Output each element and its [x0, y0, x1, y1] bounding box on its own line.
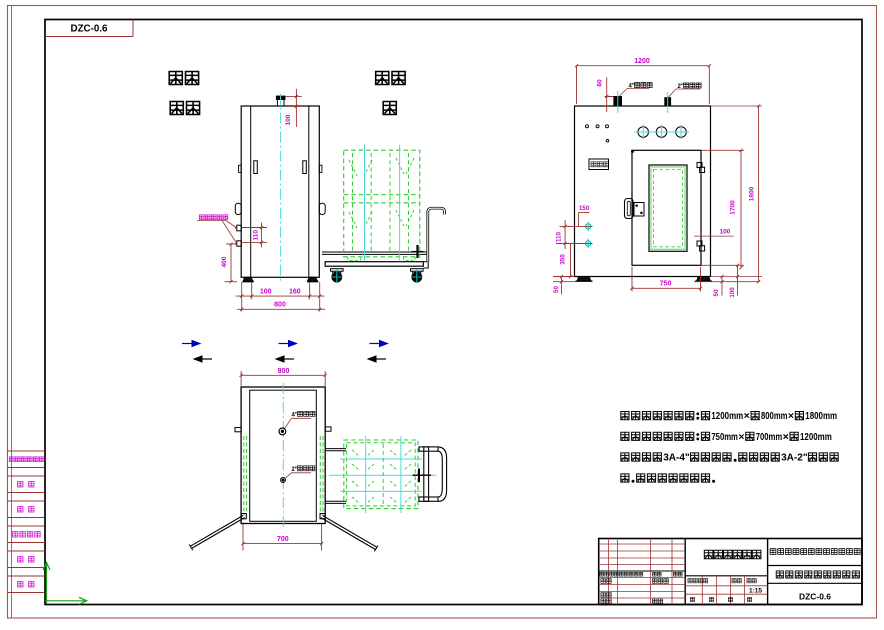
- svg-text:100: 100: [260, 288, 272, 295]
- svg-text:×: ×: [788, 410, 794, 422]
- svg-text:750mm: 750mm: [711, 431, 738, 443]
- svg-text:1200: 1200: [634, 58, 650, 65]
- svg-text:700mm: 700mm: [756, 431, 783, 443]
- svg-text:750: 750: [660, 281, 672, 288]
- svg-text:160: 160: [289, 288, 301, 295]
- svg-text:×: ×: [738, 431, 744, 443]
- svg-text:800mm: 800mm: [761, 410, 788, 422]
- svg-text:100: 100: [720, 229, 731, 236]
- svg-text:3A-2": 3A-2": [781, 452, 808, 464]
- svg-text:700: 700: [277, 536, 289, 543]
- svg-text:350: 350: [560, 254, 567, 265]
- svg-text:50: 50: [713, 289, 720, 296]
- svg-text:3A-4": 3A-4": [663, 452, 690, 464]
- svg-text:×: ×: [783, 431, 789, 443]
- svg-text:2": 2": [678, 84, 684, 90]
- svg-text:800: 800: [278, 368, 290, 375]
- svg-text:150: 150: [579, 205, 590, 212]
- svg-text:1:15: 1:15: [749, 589, 763, 595]
- svg-text:800: 800: [274, 302, 286, 309]
- svg-text:60: 60: [597, 79, 604, 87]
- svg-text:1700: 1700: [730, 200, 737, 215]
- svg-text:DZC-0.6: DZC-0.6: [799, 592, 832, 601]
- svg-text:2": 2": [292, 467, 298, 473]
- svg-text:1800: 1800: [749, 186, 756, 201]
- svg-text:100: 100: [285, 114, 292, 125]
- svg-text:110: 110: [252, 230, 259, 241]
- svg-text:110: 110: [555, 231, 562, 242]
- svg-text:DZC-0.6: DZC-0.6: [71, 24, 108, 35]
- svg-text:4": 4": [629, 83, 635, 89]
- svg-text:100: 100: [729, 287, 736, 298]
- svg-text:4": 4": [292, 413, 298, 419]
- svg-text:1200mm: 1200mm: [800, 431, 832, 443]
- svg-text:50: 50: [553, 286, 560, 293]
- svg-text:×: ×: [744, 410, 750, 422]
- svg-text:400: 400: [221, 256, 228, 267]
- svg-text:1200mm: 1200mm: [711, 410, 743, 422]
- svg-text:1800mm: 1800mm: [805, 410, 837, 422]
